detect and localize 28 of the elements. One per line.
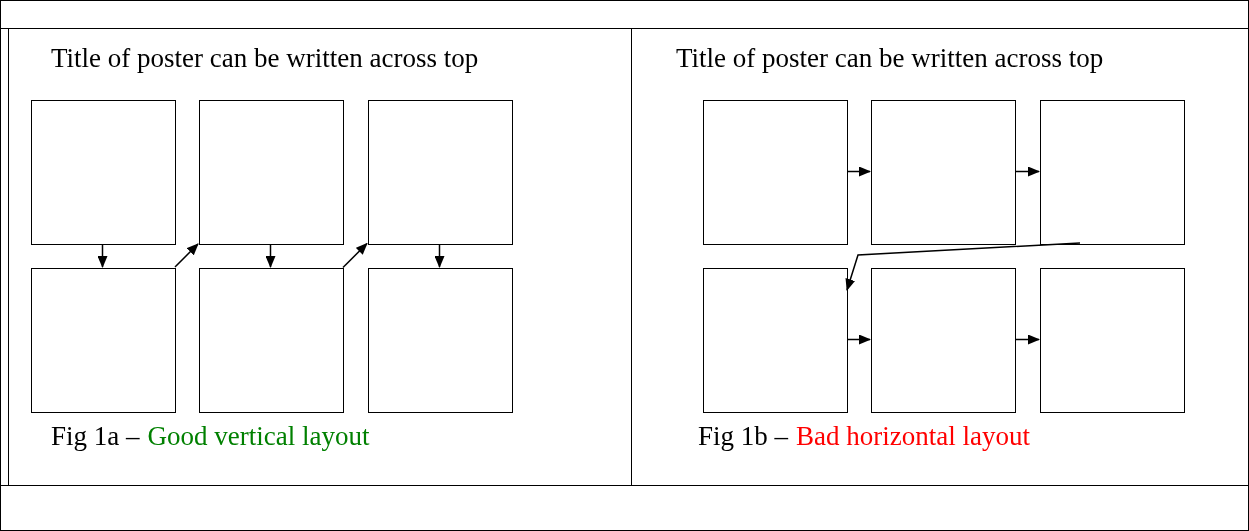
arrow [1014, 166, 1040, 177]
poster-section-box [368, 100, 513, 245]
poster-section-box [871, 268, 1016, 413]
figure-caption: Bad horizontal layout [796, 421, 1030, 452]
arrow [846, 166, 871, 177]
arrow [434, 243, 445, 268]
arrow [846, 334, 871, 345]
poster-section-box [1040, 100, 1185, 245]
poster-title: Title of poster can be written across top [676, 43, 1104, 74]
figure-label: Fig 1b – [698, 421, 789, 452]
arrow [265, 243, 276, 268]
figure-caption: Good vertical layout [147, 421, 370, 452]
arrow [97, 243, 108, 268]
arrow [1014, 334, 1040, 345]
poster-section-box [1040, 268, 1185, 413]
poster-section-box [871, 100, 1016, 245]
poster-title: Title of poster can be written across top [51, 43, 479, 74]
arrow [174, 243, 199, 268]
arrow [342, 242, 368, 269]
poster-section-box [703, 268, 848, 413]
poster-section-box [199, 100, 344, 245]
poster-section-box [703, 100, 848, 245]
figure-label: Fig 1a – [51, 421, 140, 452]
poster-section-box [199, 268, 344, 413]
arrow [845, 242, 1081, 291]
poster-section-box [368, 268, 513, 413]
poster-section-box [31, 268, 176, 413]
poster-section-box [31, 100, 176, 245]
